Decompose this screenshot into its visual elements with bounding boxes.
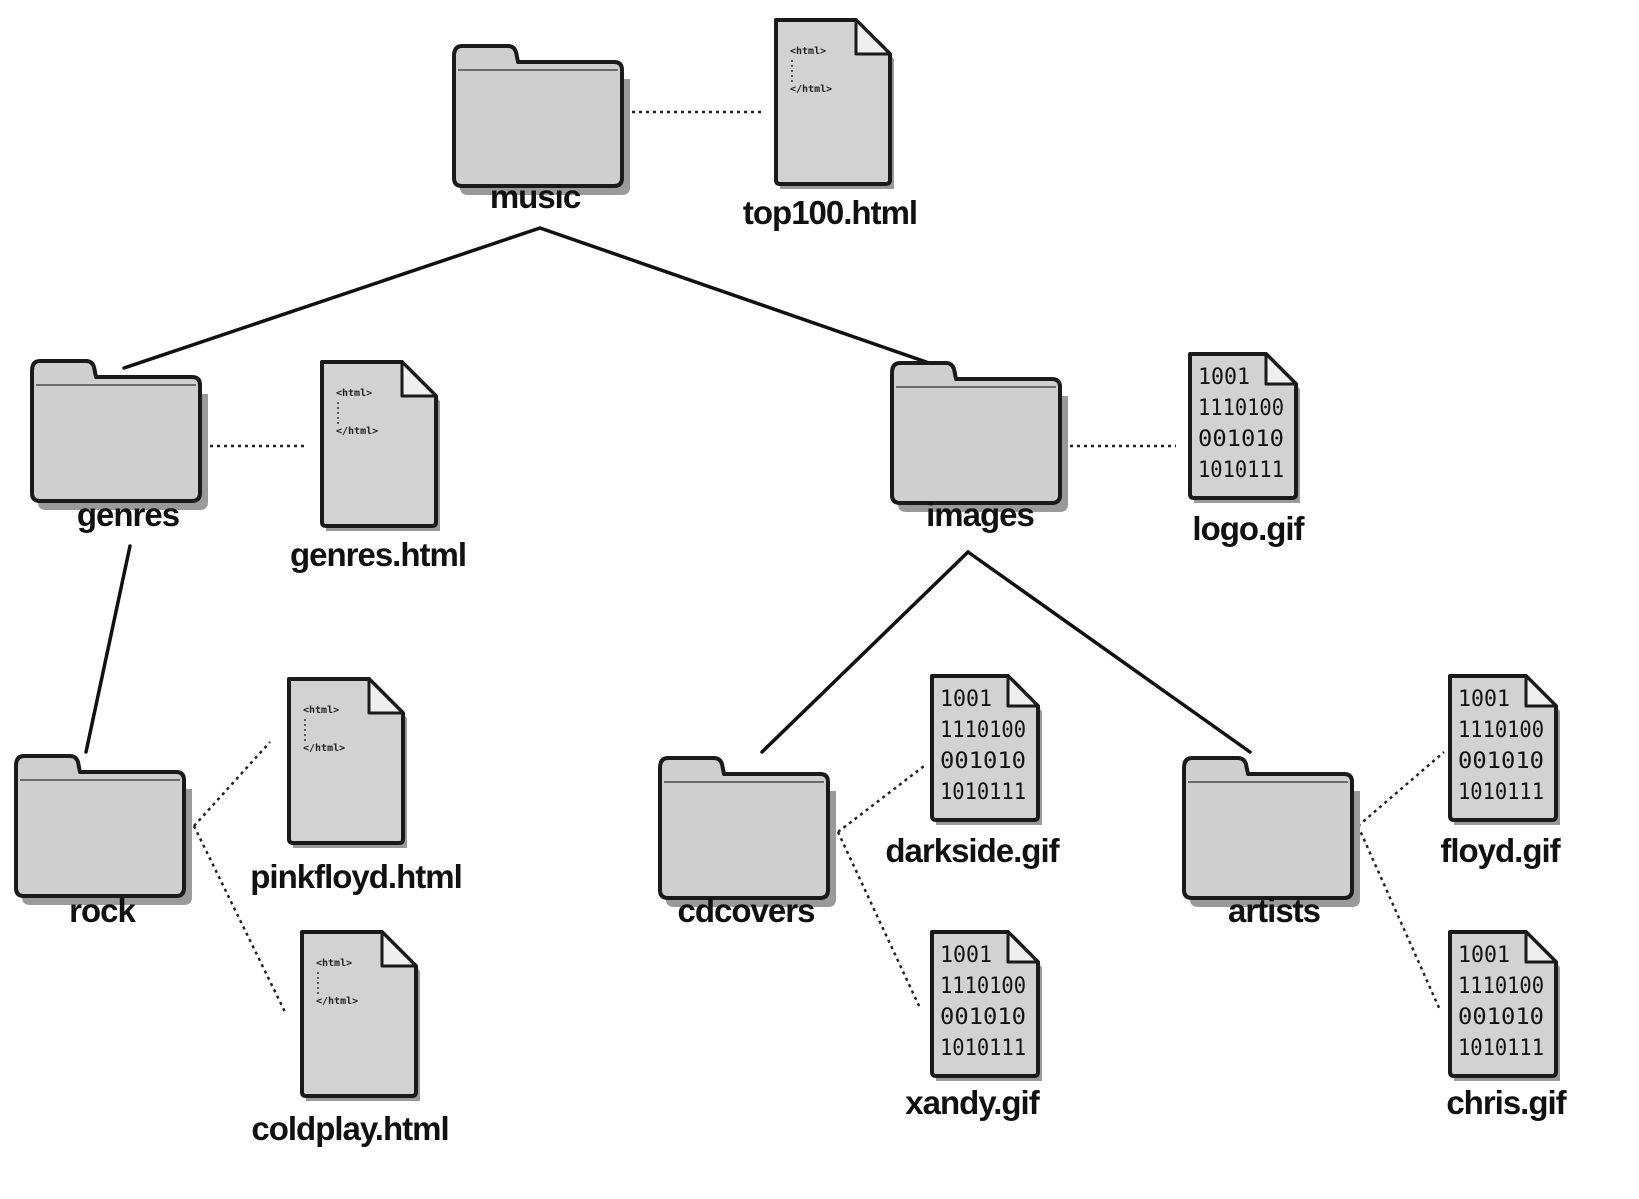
folder-icon	[452, 44, 632, 197]
html-open-tag: <html>	[790, 46, 826, 57]
folder-edge-music-images	[538, 226, 957, 374]
chris-label: chris.gif	[1446, 1084, 1567, 1121]
folder-edge-music-genres	[122, 226, 542, 370]
folder-edge-genres-rock	[84, 544, 132, 754]
folder-icon	[30, 359, 210, 512]
images-node[interactable]	[890, 361, 1070, 514]
html-close-tag: </html>	[336, 426, 378, 437]
folder-icon	[14, 754, 194, 907]
html-open-tag: <html>	[316, 958, 352, 969]
rock-node[interactable]	[14, 754, 194, 907]
darkside-label: darkside.gif	[885, 832, 1060, 869]
binary-row: 1110100	[1458, 718, 1544, 743]
genres-html-label: genres.html	[290, 536, 466, 573]
folder-edge-images-cdcovers	[760, 550, 970, 754]
genres-html-node[interactable]: <html> </html>	[320, 360, 442, 533]
floyd-label: floyd.gif	[1440, 832, 1561, 869]
logo-node[interactable]: 1001 1110100 001010 1010111	[1188, 352, 1302, 505]
pinkfloyd-label: pinkfloyd.html	[250, 858, 462, 895]
binary-row: 1001	[1458, 943, 1510, 968]
artists-node[interactable]	[1182, 756, 1362, 909]
folder-icon	[658, 756, 838, 909]
file-edge-rock-coldplay	[192, 825, 287, 1013]
binary-row: 1110100	[1198, 396, 1284, 421]
top100-label: top100.html	[743, 194, 917, 231]
binary-row: 001010	[1458, 749, 1544, 774]
genres-node[interactable]	[30, 359, 210, 512]
html-open-tag: <html>	[303, 705, 339, 716]
top100-node[interactable]: <html> </html>	[774, 18, 896, 191]
binary-row: 1010111	[940, 780, 1026, 805]
cdcovers-label: cdcovers	[678, 892, 815, 929]
nodes-layer: music <html> </html> top100.html genres <html…	[14, 18, 1569, 1147]
folder-icon	[890, 361, 1070, 514]
binary-row: 1001	[1458, 687, 1510, 712]
coldplay-label: coldplay.html	[251, 1110, 448, 1147]
binary-row: 1010111	[1458, 1036, 1544, 1061]
html-open-tag: <html>	[336, 388, 372, 399]
rock-label: rock	[69, 892, 136, 929]
music-label: music	[490, 178, 581, 215]
darkside-node[interactable]: 1001 1110100 001010 1010111	[930, 674, 1044, 827]
file-edge-artists-chris	[1356, 825, 1442, 1011]
folder-icon	[1182, 756, 1362, 909]
xandy-label: xandy.gif	[905, 1084, 1040, 1121]
binary-row: 001010	[1198, 427, 1284, 452]
binary-row: 001010	[940, 1005, 1026, 1030]
images-label: images	[926, 496, 1034, 533]
cdcovers-node[interactable]	[658, 756, 838, 909]
edges-layer	[84, 110, 1445, 1013]
file-edge-cdcovers-darkside	[837, 765, 925, 833]
artists-label: artists	[1228, 892, 1320, 929]
file-edge-rock-pinkfloyd	[193, 741, 271, 827]
binary-row: 1110100	[940, 974, 1026, 999]
pinkfloyd-node[interactable]: <html> </html>	[287, 677, 409, 850]
floyd-node[interactable]: 1001 1110100 001010 1010111	[1448, 674, 1562, 827]
chris-node[interactable]: 1001 1110100 001010 1010111	[1448, 930, 1562, 1083]
binary-row: 1010111	[1198, 458, 1284, 483]
music-node[interactable]	[452, 44, 632, 197]
binary-row: 1001	[940, 687, 992, 712]
html-close-tag: </html>	[303, 743, 345, 754]
coldplay-node[interactable]: <html> </html>	[300, 930, 422, 1103]
xandy-node[interactable]: 1001 1110100 001010 1010111	[930, 930, 1044, 1083]
binary-row: 001010	[940, 749, 1026, 774]
folder-edge-images-artists	[966, 550, 1252, 754]
binary-row: 1110100	[940, 718, 1026, 743]
binary-row: 1001	[940, 943, 992, 968]
binary-row: 1001	[1198, 365, 1250, 390]
html-close-tag: </html>	[316, 996, 358, 1007]
binary-row: 1110100	[1458, 974, 1544, 999]
file-edge-artists-floyd	[1357, 751, 1445, 827]
binary-row: 1010111	[1458, 780, 1544, 805]
html-close-tag: </html>	[790, 84, 832, 95]
binary-row: 1010111	[940, 1036, 1026, 1061]
genres-label: genres	[77, 496, 179, 533]
logo-label: logo.gif	[1192, 510, 1305, 547]
binary-row: 001010	[1458, 1005, 1544, 1030]
file-edge-cdcovers-xandy	[836, 831, 922, 1009]
